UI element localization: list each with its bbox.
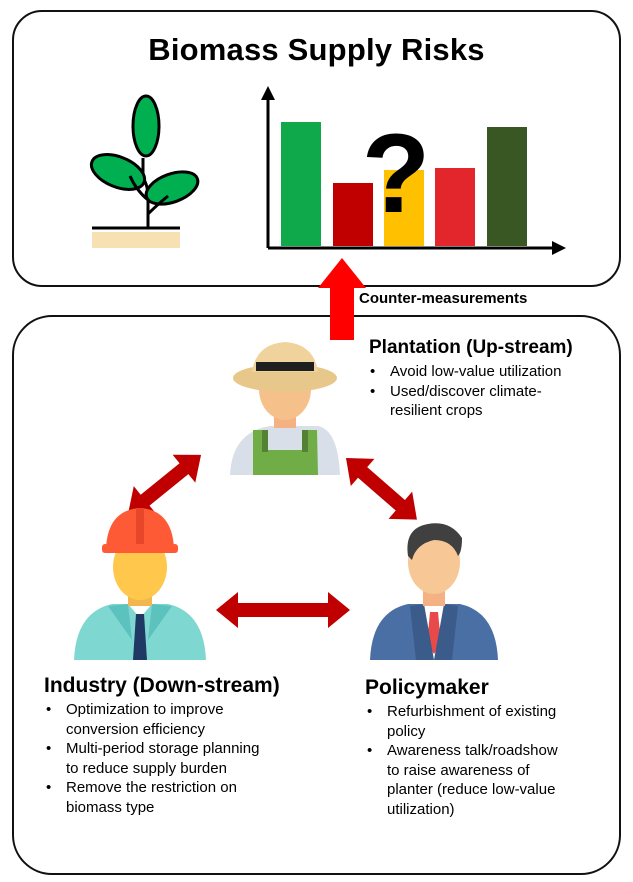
policymaker-icon — [370, 523, 498, 660]
industry-heading: Industry (Down-stream) — [44, 674, 280, 697]
industry-list: Optimization to improve conversion effic… — [44, 700, 259, 817]
diagram-title: Biomass Supply Risks — [148, 32, 485, 67]
list-item-continuation: conversion efficiency — [66, 720, 205, 738]
list-item: Multi-period storage planning — [44, 739, 259, 759]
counter-measure-arrow — [318, 258, 366, 340]
list-item: Refurbishment of existing — [365, 702, 558, 722]
list-item-continuation: policy — [387, 722, 426, 740]
policymaker-list: Refurbishment of existing policy Awarene… — [365, 702, 558, 819]
counter-measurements-label: Counter-measurements — [359, 290, 528, 307]
plantation-list: Avoid low-value utilization Used/discove… — [368, 362, 561, 421]
list-item: Avoid low-value utilization — [368, 362, 561, 382]
industry-worker-icon — [74, 508, 206, 660]
risk-bar-chart-icon: ? — [261, 86, 566, 255]
list-item-continuation: planter (reduce low-value — [387, 781, 556, 798]
bar-3 — [384, 170, 424, 246]
bar-2 — [333, 183, 373, 246]
list-item-continuation: to reduce supply burden — [66, 759, 227, 777]
list-item-continuation: resilient crops — [390, 402, 483, 419]
arrow-farmer-policymaker — [346, 458, 417, 520]
arrow-farmer-industry — [128, 454, 202, 515]
bar-4 — [435, 168, 475, 246]
farmer-icon — [230, 342, 340, 475]
list-item: Awareness talk/roadshow — [365, 741, 558, 761]
plantation-heading: Plantation (Up-stream) — [369, 337, 573, 358]
list-item-continuation: to raise awareness of — [387, 761, 530, 779]
list-item-continuation: utilization) — [387, 800, 455, 818]
list-item: Remove the restriction on — [44, 778, 259, 798]
list-item: Optimization to improve — [44, 700, 259, 720]
policymaker-heading: Policymaker — [365, 676, 489, 699]
plant-icon — [89, 94, 200, 248]
arrow-industry-policymaker — [216, 592, 350, 628]
bar-1 — [281, 122, 321, 246]
bar-5 — [487, 127, 527, 246]
list-item: Used/discover climate- — [368, 382, 561, 402]
list-item-continuation: biomass type — [66, 798, 155, 816]
question-mark: ? — [362, 111, 430, 236]
